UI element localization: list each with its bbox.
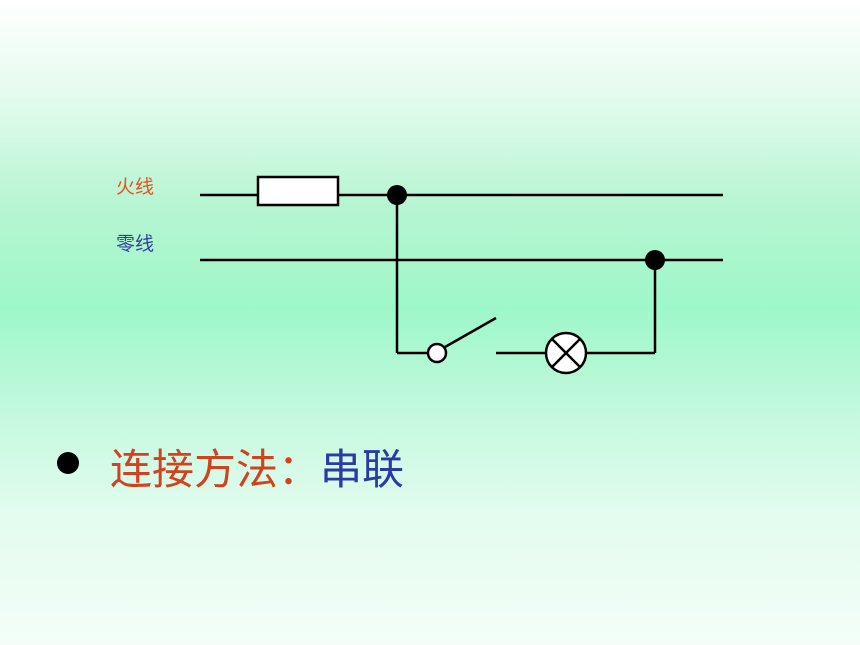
switch-pivot-icon: [426, 342, 448, 364]
connection-method-line: 连接方法：串联: [110, 436, 404, 497]
live-junction-dot: [387, 185, 407, 205]
connection-method-label: 连接方法：: [110, 445, 321, 494]
switch-lever-icon: [444, 316, 497, 349]
lamp-cross-2: [551, 338, 581, 368]
connection-method-value: 串联: [320, 445, 405, 494]
live-wire-label: 火线: [116, 176, 155, 198]
fuse-icon: [256, 175, 340, 207]
neutral-junction-dot: [645, 250, 665, 270]
neutral-wire-label: 零线: [116, 233, 155, 255]
bullet-point: [57, 452, 79, 474]
